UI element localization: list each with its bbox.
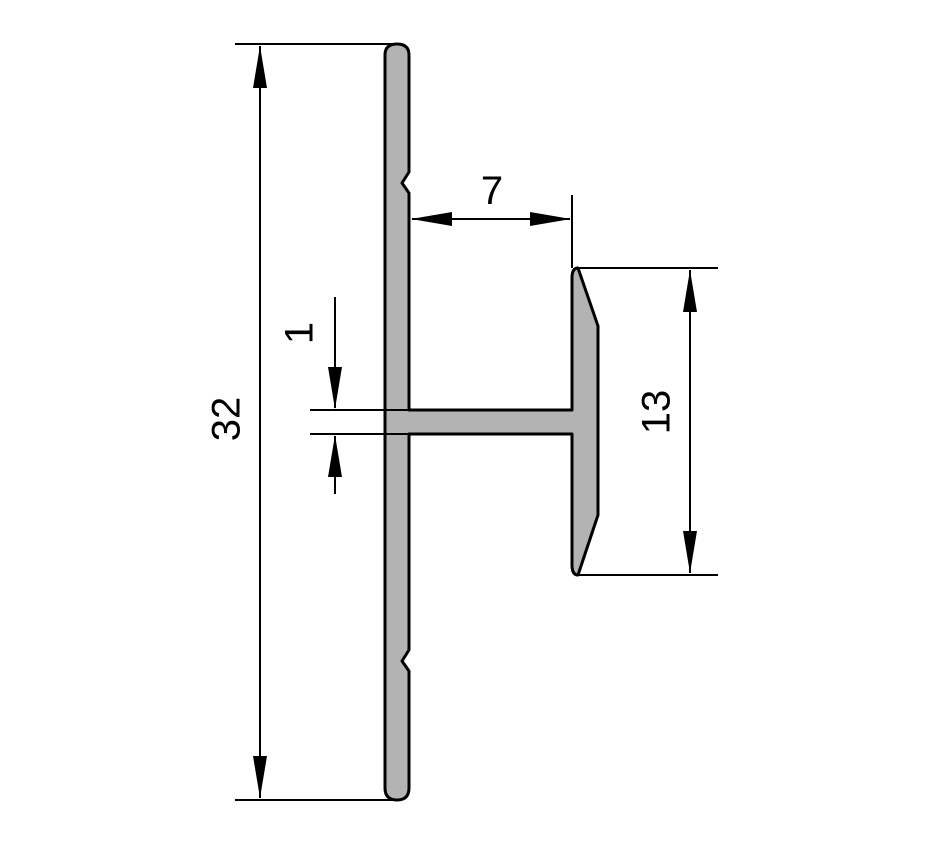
dimension-label-overall-height: 32	[205, 397, 249, 442]
profile-section	[383, 42, 600, 802]
dimension-web-offset: 7	[411, 169, 573, 268]
arrowhead-web-down	[328, 367, 342, 409]
dimension-label-web-thickness: 1	[278, 322, 322, 344]
dimension-overall-height: 32	[205, 43, 395, 801]
arrowhead-down	[253, 756, 267, 798]
arrowhead-up	[253, 46, 267, 88]
arrowhead-left	[411, 212, 452, 226]
arrowhead-web-up	[328, 435, 342, 477]
arrowhead-flange-down	[683, 531, 697, 573]
dimension-flange-height: 13	[578, 267, 718, 576]
dimension-label-flange-height: 13	[635, 390, 679, 435]
arrowhead-right	[530, 212, 571, 226]
dimension-web-thickness: 1	[278, 297, 409, 494]
arrowhead-flange-up	[683, 270, 697, 312]
dimension-label-web-offset: 7	[481, 169, 503, 213]
